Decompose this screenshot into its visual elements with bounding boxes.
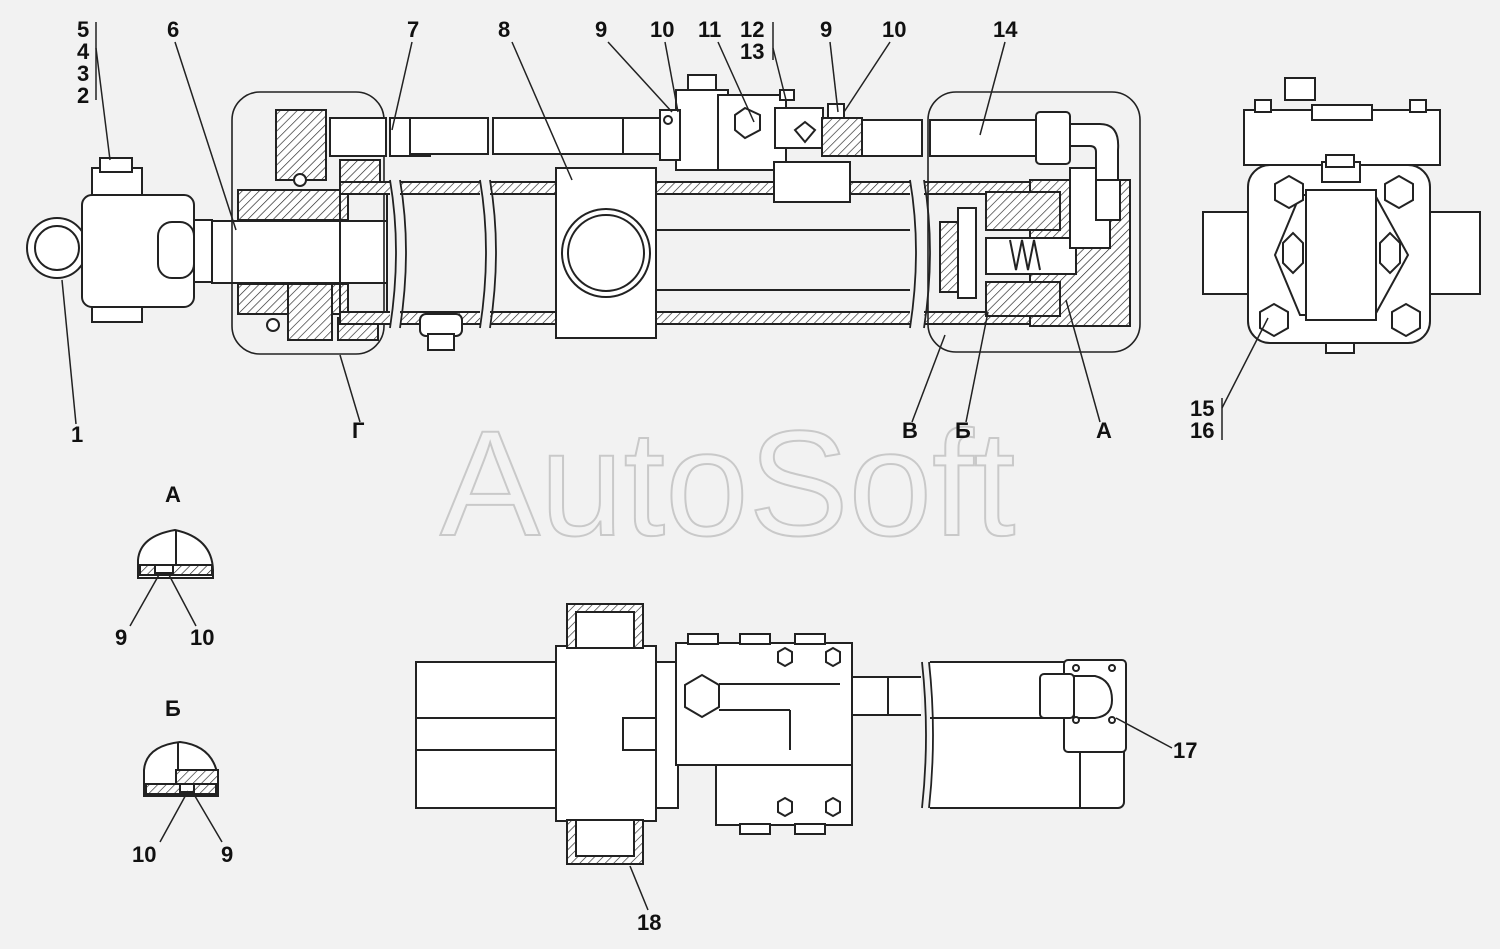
callout-16: 16 [1190, 418, 1214, 443]
callout-10-top: 10 [650, 17, 674, 42]
detail-b-title: Б [165, 696, 181, 721]
callout-6: 6 [167, 17, 179, 42]
callout-11: 11 [698, 17, 721, 42]
callout-9-top: 9 [595, 17, 607, 42]
callout-14: 14 [993, 17, 1018, 42]
detail-b-callout-9: 9 [221, 842, 233, 867]
callout-10-right: 10 [882, 17, 906, 42]
end-view [1202, 77, 1481, 354]
detail-b [143, 740, 219, 797]
callout-1: 1 [71, 422, 83, 447]
trunnion-block [555, 167, 657, 339]
view-label-v: В [902, 418, 918, 443]
valve-block [659, 74, 863, 203]
callout-15: 15 [1190, 396, 1214, 421]
detail-a-callout-9: 9 [115, 625, 127, 650]
detail-a-callout-10: 10 [190, 625, 214, 650]
detail-a-title: А [165, 482, 181, 507]
main-section-view [26, 74, 1141, 355]
callout-2: 2 [77, 83, 89, 108]
callout-9-right: 9 [820, 17, 832, 42]
plan-view [415, 603, 1127, 865]
callouts: 5 4 3 2 6 7 8 9 10 11 12 13 9 10 14 1 Г … [71, 17, 1214, 935]
callout-5: 5 [77, 17, 89, 42]
front-gland [231, 91, 387, 355]
callout-4: 4 [77, 39, 90, 64]
view-label-b: Б [955, 418, 971, 443]
piston-rod [211, 220, 388, 284]
callout-8: 8 [498, 17, 510, 42]
rod-eye [26, 157, 213, 323]
callout-7: 7 [407, 17, 419, 42]
detail-b-callout-10: 10 [132, 842, 156, 867]
drain-plug [419, 313, 463, 351]
callout-13: 13 [740, 39, 764, 64]
watermark-text: AutoSoft [440, 399, 1015, 567]
callout-17: 17 [1173, 738, 1197, 763]
detail-a [137, 528, 214, 579]
rear-head [927, 91, 1141, 353]
callout-18: 18 [637, 910, 661, 935]
view-label-g: Г [352, 418, 365, 443]
callout-12: 12 [740, 17, 764, 42]
view-label-a: А [1096, 418, 1112, 443]
callout-3: 3 [77, 61, 89, 86]
cylinder-barrel [339, 181, 1061, 325]
oil-tube [389, 117, 1041, 157]
leader-lines [61, 22, 1269, 911]
